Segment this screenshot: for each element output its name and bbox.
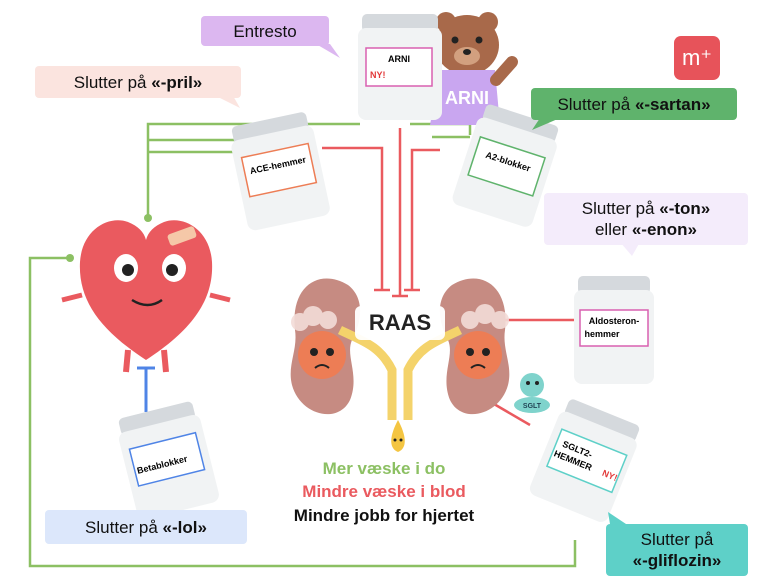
left-connector-dot	[66, 254, 74, 262]
jar-sglt2	[529, 399, 640, 522]
bubble-lol-prefix: Slutter på	[85, 517, 158, 537]
bubble-gliflozin: Slutter på «-gliflozin»	[606, 524, 748, 576]
right-adrenal-face	[454, 331, 502, 379]
bubble-ton-suffix: «-ton»	[659, 199, 711, 218]
heart-character	[61, 220, 231, 373]
bubble-sartan-suffix: «-sartan»	[634, 94, 711, 114]
bear-shirt-text: ARNI	[445, 88, 489, 108]
jar-ace	[231, 112, 330, 231]
bubble-entresto-text: Entresto	[233, 21, 297, 41]
effect-more-urine: Mer væske i do	[322, 459, 446, 478]
sglt-mascot-text: SGLT	[523, 403, 542, 410]
jar-arni	[358, 14, 442, 120]
heart-connector-dot	[144, 214, 152, 222]
left-adrenal-face	[298, 331, 346, 379]
bubble-gliflozin-line1: Slutter på	[640, 530, 714, 549]
sglt-mascot: SGLT	[514, 373, 550, 413]
jar-arni-badge: NY!	[370, 70, 386, 80]
effect-less-heart-work: Mindre jobb for hjertet	[293, 506, 475, 525]
bubble-gliflozin-line2: «-gliflozin»	[632, 551, 722, 570]
jar-aldosteron-label-line2: hemmer	[584, 329, 620, 339]
kidneys	[290, 278, 510, 452]
urine-drop	[391, 420, 405, 452]
bubble-pril: Slutter på «-pril»	[35, 66, 241, 98]
bubble-ton-prefix: Slutter på	[581, 199, 660, 218]
bubble-entresto: Entresto	[201, 16, 329, 46]
raas-label: RAAS	[368, 310, 432, 335]
effect-less-blood-fluid: Mindre væske i blod	[302, 482, 466, 501]
bubble-enon-middle: eller	[594, 220, 632, 239]
brand-logo: m⁺	[674, 36, 720, 80]
bubble-sartan-prefix: Slutter på	[557, 94, 631, 114]
jar-arni-label: ARNI	[388, 54, 410, 64]
jar-aldosteron	[574, 276, 654, 384]
bubble-ton-enon: Slutter på «-ton» eller «-enon»	[544, 193, 748, 245]
jar-a2	[452, 104, 559, 227]
bubble-lol-suffix: «-lol»	[162, 517, 207, 537]
jar-beta	[118, 401, 219, 520]
bubble-pril-suffix: «-pril»	[151, 72, 203, 92]
jar-aldosteron-label-line1: Aldosteron-	[589, 316, 640, 326]
bubble-lol: Slutter på «-lol»	[45, 510, 247, 544]
blue-inhibition-line	[137, 366, 155, 412]
bubble-enon-suffix: «-enon»	[631, 220, 698, 239]
bubble-sartan: Slutter på «-sartan»	[531, 88, 737, 120]
bubble-pril-prefix: Slutter på	[73, 72, 147, 92]
